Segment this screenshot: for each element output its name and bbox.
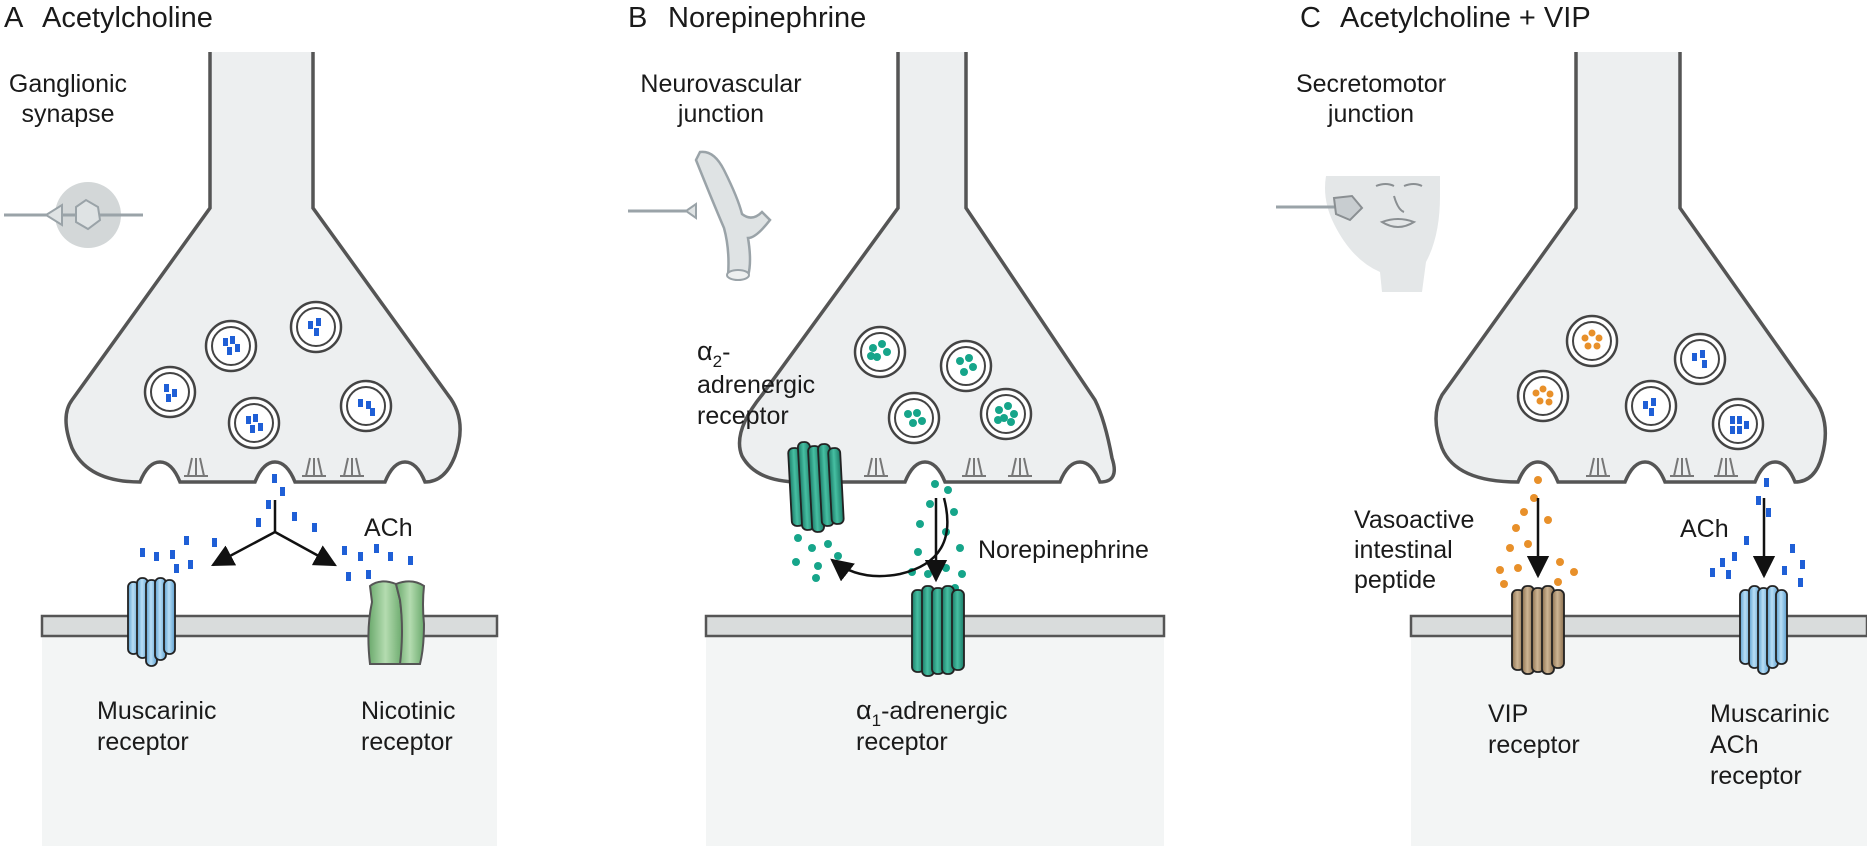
muscarinic-receptor-a [127,577,176,667]
panel-title-b: Norepinephrine [668,2,866,34]
transmitter-label-c-1-line2: intestinal [1354,536,1453,564]
receptor-label-c-2-line2: ACh [1710,731,1759,759]
context-label-a-2: synapse [21,100,114,128]
receptor-label-c-1-line2: receptor [1488,731,1580,759]
postsynaptic-membrane-c [1409,614,1867,638]
context-label-c-2: junction [1327,100,1414,128]
postsynaptic-cell-c [1411,616,1867,846]
ach-vesicles-a [143,300,393,450]
transmitter-label-a: ACh [364,514,413,542]
receptor-label-c-1-line1: VIP [1488,700,1528,728]
vip-molecules-c [1496,476,1578,588]
receptor-label-c-2-line3: receptor [1710,762,1802,790]
ne-vesicles-b [853,325,1033,445]
presynaptic-terminal-b [737,52,1116,484]
context-label-b-2: junction [677,100,764,128]
release-arrows-a [211,500,337,567]
presynaptic-receptor-label-b: α2- [697,336,730,371]
receptor-label-b-1-line2: receptor [856,728,948,756]
ganglion-icon [4,182,143,248]
transmitter-label-c-1-line1: Vasoactive [1354,506,1474,534]
receptor-label-a-2-line2: receptor [361,728,453,756]
context-label-b-1: Neurovascular [640,70,801,98]
panel-title-c: Acetylcholine + VIP [1340,2,1591,34]
panel-letter-c: C [1300,2,1321,34]
active-zones-c [1586,457,1738,477]
active-zones-b [864,457,1032,477]
postsynaptic-membrane-a [40,614,499,638]
receptor-label-b-1-line1: α1-adrenergic [856,695,1008,730]
panel-b: B Norepinephrine Neurovascular junction … [628,2,1166,846]
panel-title-a: Acetylcholine [42,2,213,34]
panel-letter-b: B [628,2,647,34]
presynaptic-receptor-label-b-3: receptor [697,402,789,430]
muscarinic-receptor-c [1739,585,1788,675]
panel-a: A Acetylcholine Ganglionic synapse ACh M… [4,2,499,846]
ach-molecules-a [140,474,413,581]
vip-receptor-c [1511,585,1565,675]
transmitter-label-c-2: ACh [1680,515,1729,543]
alpha1-adrenergic-receptor-b [911,585,965,677]
release-arrows-b [830,497,949,583]
alpha2-adrenergic-receptor-b [787,441,845,533]
receptor-label-a-1-line1: Muscarinic [97,697,216,725]
mixed-vesicles-c [1516,314,1765,451]
active-zones-a [184,457,364,477]
receptor-label-c-2-line1: Muscarinic [1710,700,1829,728]
release-arrows-c [1526,498,1776,579]
nicotinic-receptor-a [367,580,426,665]
panel-letter-a: A [4,2,24,34]
transmitter-label-c-1-line3: peptide [1354,566,1436,594]
context-label-c-1: Secretomotor [1296,70,1446,98]
context-label-a-1: Ganglionic [9,70,127,98]
receptor-label-a-2-line1: Nicotinic [361,697,455,725]
transmitter-label-b: Norepinephrine [978,536,1149,564]
receptor-label-a-1-line2: receptor [97,728,189,756]
panel-c: C Acetylcholine + VIP Secretomotor junct… [1276,2,1867,846]
ach-molecules-c [1710,478,1805,587]
ne-molecules-b [792,480,966,592]
presynaptic-receptor-label-b-2: adrenergic [697,371,815,399]
face-icon [1276,176,1440,292]
blood-vessel-icon [628,150,772,281]
